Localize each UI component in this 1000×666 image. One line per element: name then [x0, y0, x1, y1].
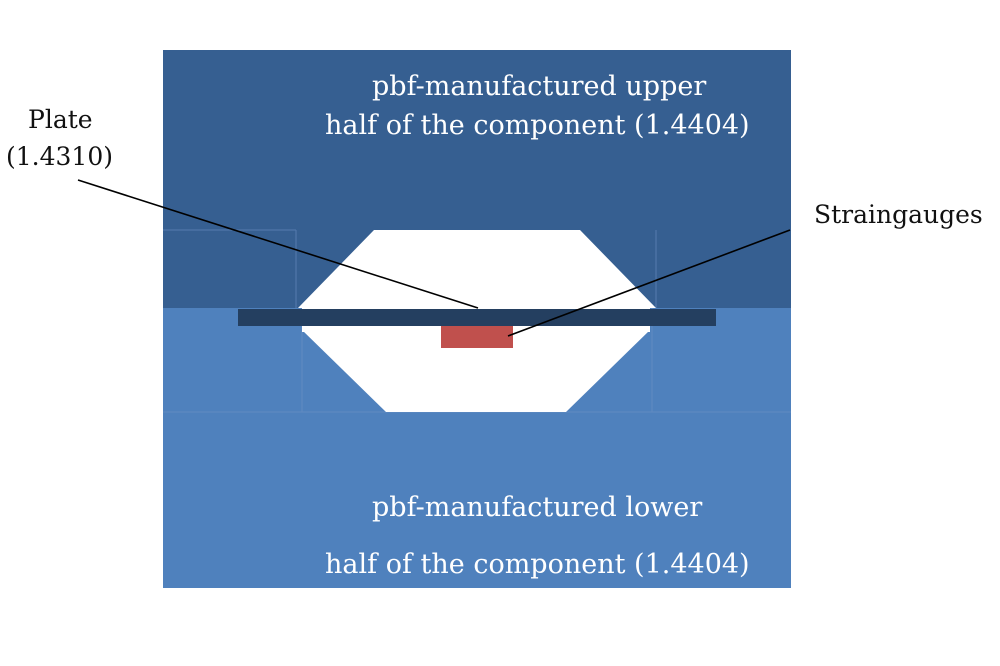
plate-label-line1: Plate — [28, 105, 93, 134]
plate-leader-line — [77, 179, 479, 309]
upper-half-label-line1: pbf-manufactured upper — [372, 71, 707, 102]
lower-half-label-line1: pbf-manufactured lower — [372, 492, 703, 523]
lower-cavity — [302, 330, 650, 412]
upper-cavity — [298, 230, 656, 308]
straingauges-label: Straingauges — [814, 200, 983, 229]
lower-half-label-line2: half of the component (1.4404) — [325, 549, 750, 580]
strain-gauge — [441, 326, 513, 348]
plate — [238, 309, 716, 326]
plate-label-line2: (1.4310) — [6, 142, 113, 171]
upper-half-label-line2: half of the component (1.4404) — [325, 110, 750, 141]
straingauges-leader-line — [507, 229, 791, 337]
